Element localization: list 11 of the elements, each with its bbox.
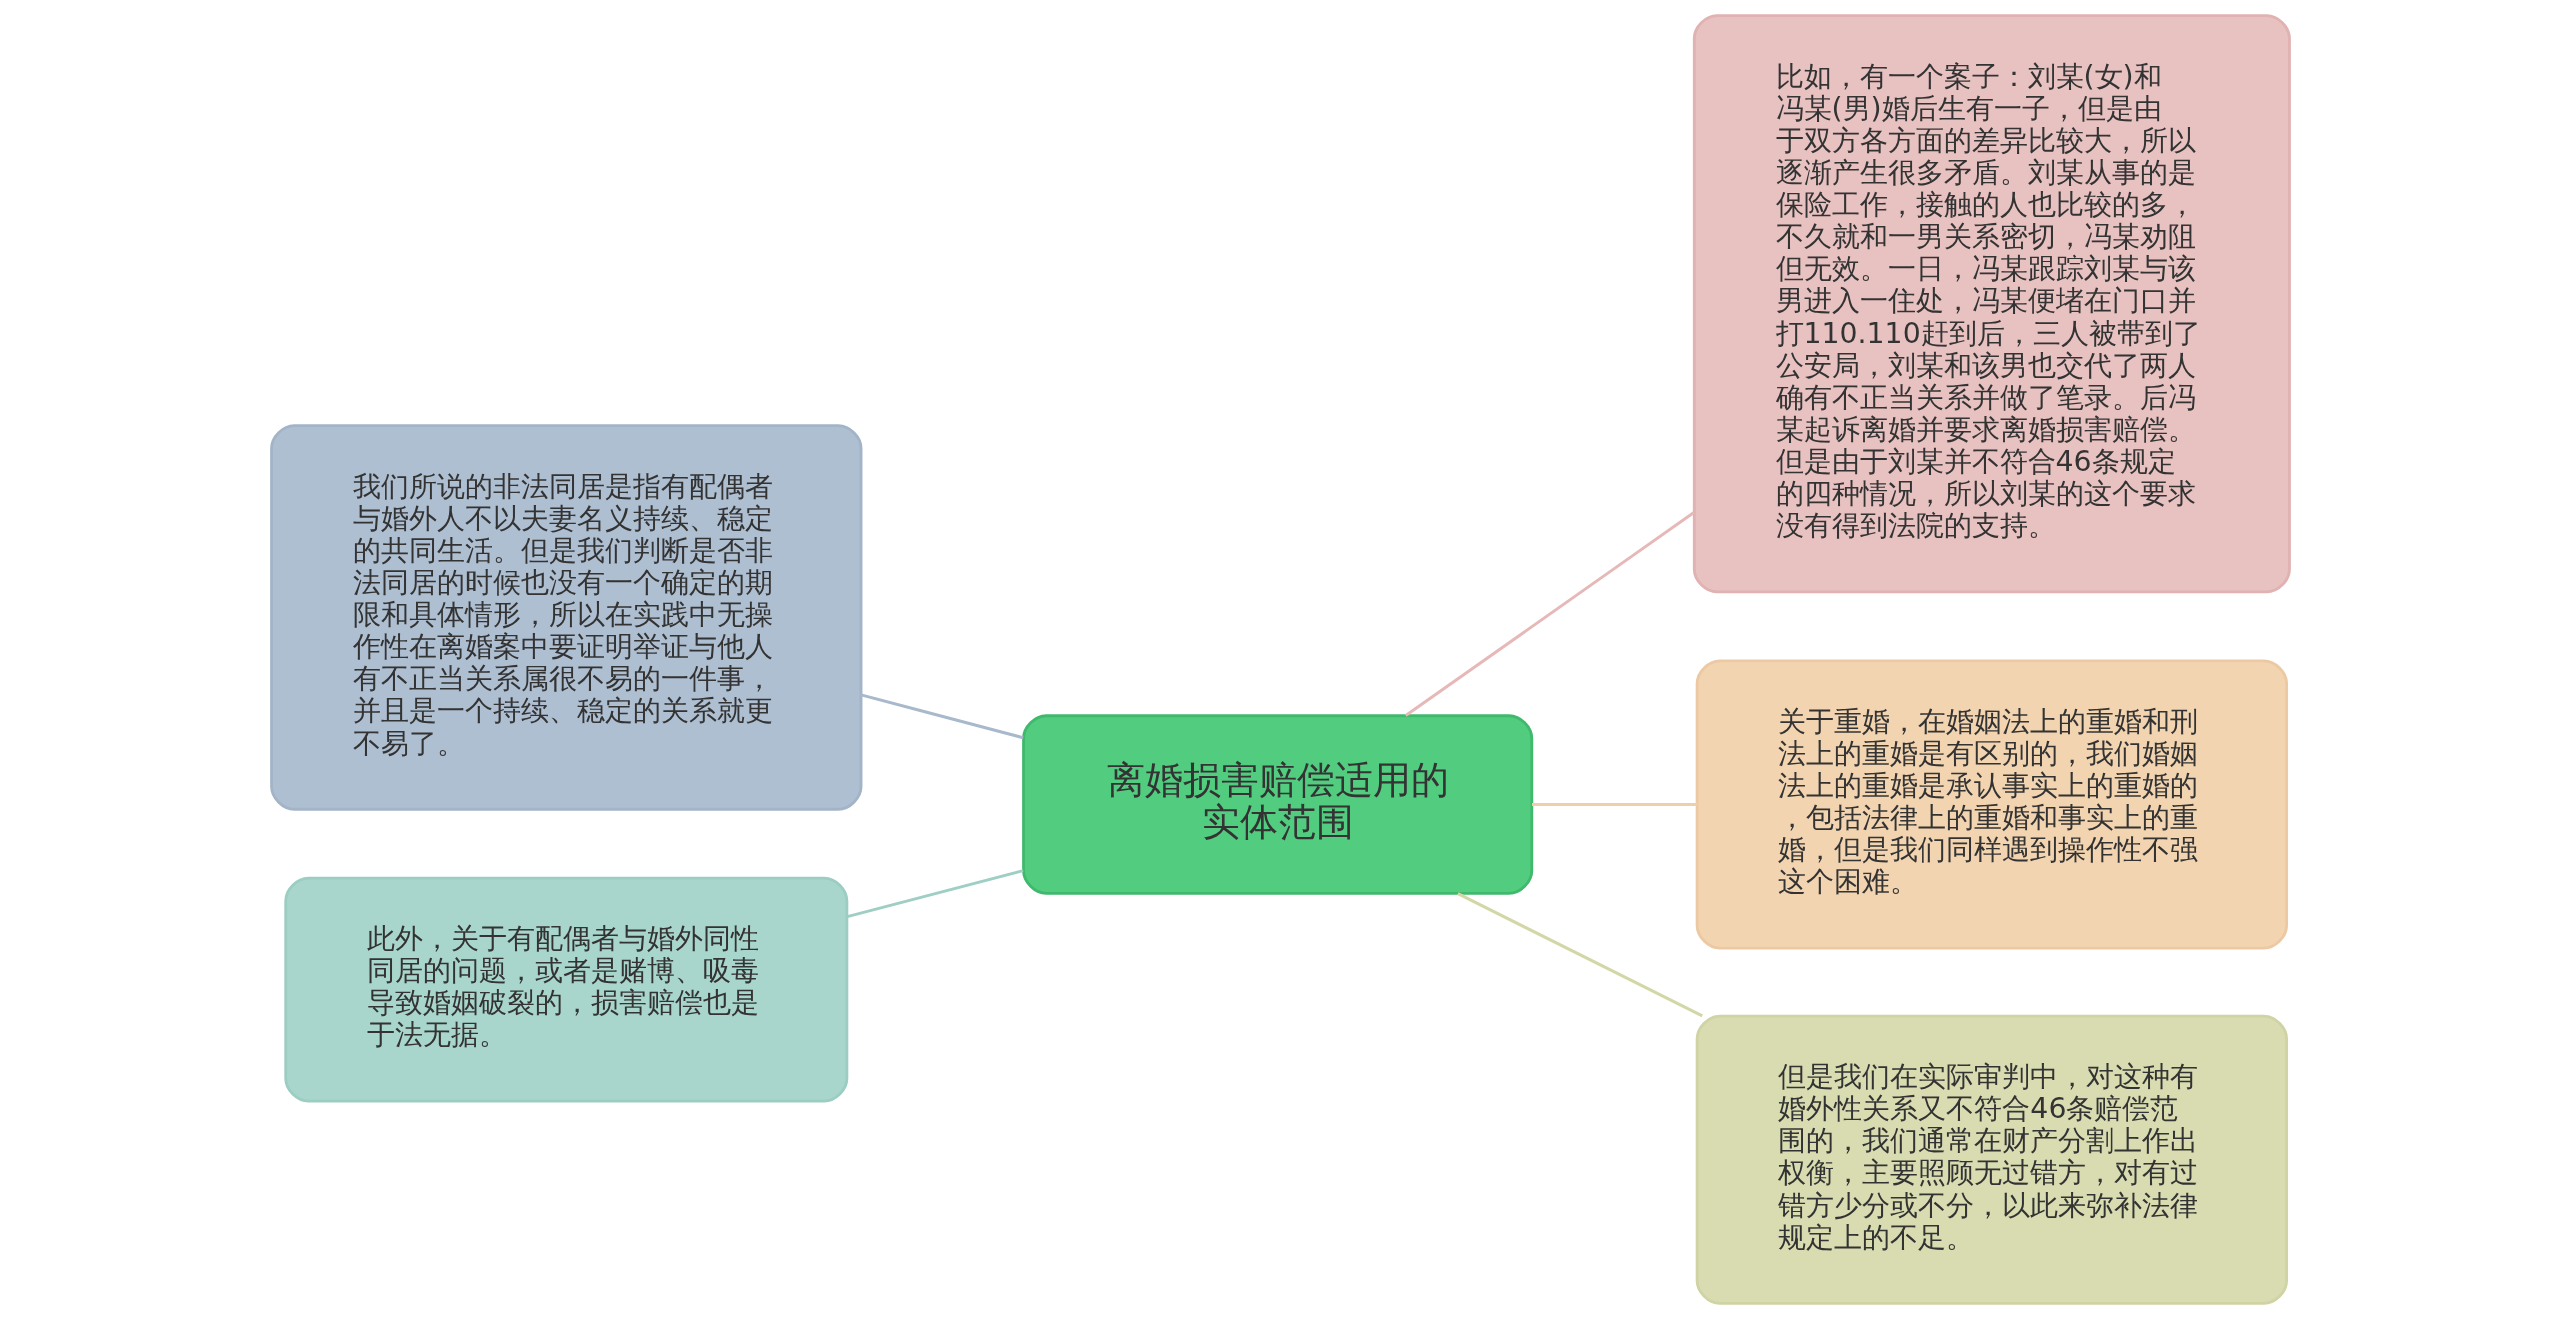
node-box: 我们所说的非法同居是指有配偶者与婚外人不以夫妻名义持续、稳定的共同生活。但是我们判断是否非法同居的时候也没有一个确定的期限和具体情形，所以在实践中无操作性在离婚案中要证明举证与他人有不正当关系属很不易的一件事，并且是一个持续、稳定的关系就更不易了。	[269, 424, 862, 811]
connector	[1531, 803, 1697, 806]
connector	[1456, 892, 1703, 1018]
connector	[1404, 511, 1695, 717]
connector	[860, 693, 1023, 740]
node-box: 离婚损害赔偿适用的实体范围	[1021, 714, 1533, 895]
node-box: 比如，有一个案子：刘某(女)和冯某(男)婚后生有一子，但是由于双方各方面的差异比较大，所以逐渐产生很多矛盾。刘某从事的是保险工作，接触的人也比较的多，不久就和一男关系密切，冯某劝阻但无效。一日，冯某跟踪刘某与该男进入一住处，冯某便堵在门口并打110.110赶到后，三人被带到了公安局，刘某和该男也交代了两人确有不正当关系并做了笔录。后冯某起诉离婚并要求离婚损害赔偿。但是由于刘某并不符合46条规定的四种情况，所以刘某的这个要求没有得到法院的支持。	[1692, 14, 2291, 594]
node-box: 此外，关于有配偶者与婚外同性同居的问题，或者是赌博、吸毒导致婚姻破裂的，损害赔偿也是于法无据。	[283, 876, 848, 1103]
node-box: 但是我们在实际审判中，对这种有婚外性关系又不符合46条赔偿范围的，我们通常在财产分割上作出权衡，主要照顾无过错方，对有过错方少分或不分，以此来弥补法律规定上的不足。	[1695, 1014, 2288, 1305]
node-box: 关于重婚，在婚姻法上的重婚和刑法上的重婚是有区别的，我们婚姻法上的重婚是承认事实上的重婚的，包括法律上的重婚和事实上的重婚，但是我们同样遇到操作性不强这个困难。	[1695, 659, 2288, 950]
connector	[846, 869, 1023, 919]
